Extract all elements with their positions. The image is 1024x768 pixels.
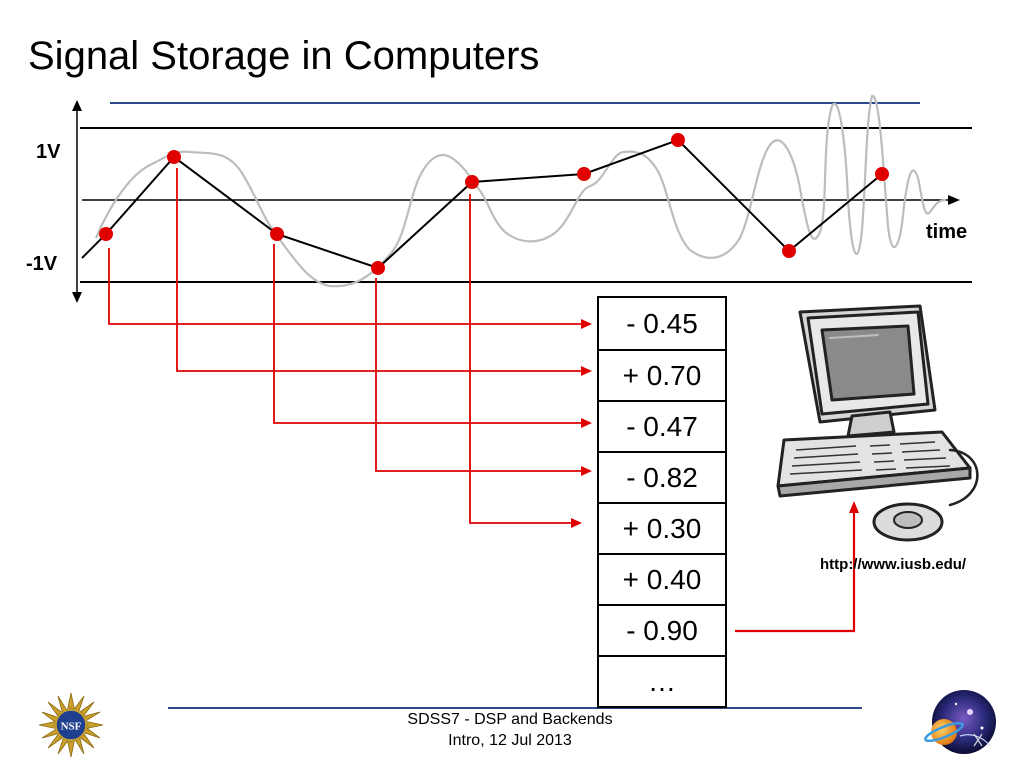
connector-4 [375,278,582,472]
voltage-axis-arrow-up [72,100,82,111]
sample-point [270,227,284,241]
sample-point [167,150,181,164]
memory-cell: - 0.47 [599,400,725,451]
connector-5 [469,194,572,524]
connector-arrowheads [571,319,592,528]
footer-text: SDSS7 - DSP and Backends Intro, 12 Jul 2… [340,709,680,751]
footer-line-2: Intro, 12 Jul 2013 [448,732,572,749]
nsf-logo-text: NSF [61,721,82,733]
sample-point [671,133,685,147]
voltage-axis-arrow-down [72,292,82,303]
memory-cell: + 0.70 [599,349,725,400]
connector-3-arrow [581,418,592,428]
computer-connector [735,512,856,633]
label-1v: 1V [36,141,61,163]
memory-table: - 0.45 + 0.70 - 0.47 - 0.82 + 0.30 + 0.4… [597,296,727,708]
label-time: time [926,221,967,243]
sample-point [465,175,479,189]
computer-connector-arrow [849,501,859,513]
time-axis-arrow [948,195,960,205]
connector-1-arrow [581,319,592,329]
sample-point [577,167,591,181]
nsf-logo: NSF [38,692,104,758]
footer-line-1: SDSS7 - DSP and Backends [407,711,613,728]
sample-point [99,227,113,241]
sample-point [875,167,889,181]
memory-cell: + 0.30 [599,502,725,553]
label-minus-1v: -1V [26,253,58,275]
source-url[interactable]: http://www.iusb.edu/ [820,556,967,573]
memory-cell: … [599,655,725,706]
connector-1 [108,248,582,325]
sample-points [99,133,889,275]
sample-point [371,261,385,275]
connector-2 [176,168,582,372]
astronomy-logo [924,690,996,754]
memory-cell: - 0.45 [626,307,698,339]
computer-icon [776,304,979,542]
memory-cell: - 0.90 [599,604,725,655]
connector-4-arrow [581,466,592,476]
connector-5-arrow [571,518,582,528]
memory-cell: + 0.40 [599,553,725,604]
slide-title: Signal Storage in Computers [28,34,540,78]
connector-2-arrow [581,366,592,376]
memory-cell: - 0.82 [599,451,725,502]
sample-point [782,244,796,258]
sample-polyline [81,138,883,270]
sample-connectors [108,168,582,524]
connector-3 [273,244,582,424]
analog-waveform [94,94,947,288]
